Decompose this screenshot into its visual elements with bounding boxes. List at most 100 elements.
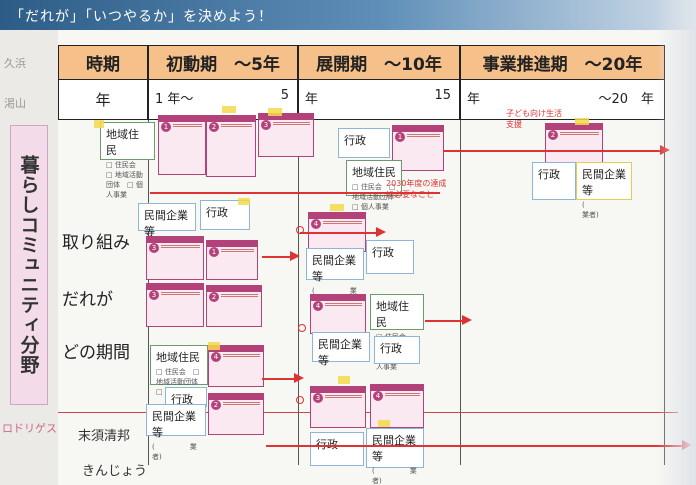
card-private: 民間企業等 ( 業者) bbox=[306, 248, 364, 305]
year-start-2: 年 bbox=[305, 92, 319, 107]
arrow-head bbox=[462, 315, 472, 325]
pink-note: 3 bbox=[146, 283, 204, 327]
grid-line bbox=[298, 120, 299, 465]
card-government: 行政 bbox=[374, 336, 420, 364]
red-annotation: 2030年度の達成 に必要なこと bbox=[386, 179, 447, 199]
question-who: だれが bbox=[62, 290, 113, 310]
year-end-2: 15 bbox=[434, 88, 451, 103]
card-sub: □ 住民会 □ 地域活動団体 □ 個人事業 bbox=[106, 161, 143, 199]
participant-name-pink: ロドリゲス bbox=[2, 422, 57, 435]
card-government: 行政 bbox=[165, 387, 207, 407]
card-government: 行政 bbox=[310, 432, 364, 466]
side-name-1: 久浜 bbox=[4, 57, 26, 70]
arrow-head bbox=[290, 251, 300, 261]
start-marker bbox=[298, 324, 306, 332]
pink-note: 2 bbox=[208, 393, 264, 435]
banner: 「だれが」「いつやるか」を決めよう！ bbox=[0, 0, 696, 30]
year-cell-2: 年 15 bbox=[298, 80, 460, 120]
year-end-3: ～20 年 bbox=[598, 92, 654, 107]
card-sub: ( 業者) bbox=[372, 467, 417, 485]
header-business-period: 事業推進期 ～20年 bbox=[460, 45, 665, 80]
card-sub: ( 業者) bbox=[582, 201, 620, 219]
tape bbox=[330, 204, 344, 211]
card-label: 行政 bbox=[171, 393, 193, 406]
card-label: 民間企業等 bbox=[144, 209, 188, 238]
tape bbox=[378, 420, 390, 427]
timeline-arrow bbox=[266, 445, 686, 447]
pink-note: 4 bbox=[370, 384, 424, 428]
card-label: 民間企業等 bbox=[152, 410, 196, 439]
year-label: 年 bbox=[58, 80, 148, 120]
card-label: 民間企業等 bbox=[318, 338, 362, 367]
card-label: 地域住民 bbox=[376, 300, 409, 329]
year-start-1: 1 年～ bbox=[155, 92, 194, 107]
pink-note: 3 bbox=[310, 386, 366, 428]
timeline-arrow bbox=[300, 232, 380, 234]
card-label: 民間企業等 bbox=[312, 254, 356, 283]
arrow-head bbox=[294, 373, 304, 383]
timeline-arrow bbox=[444, 150, 664, 152]
year-cell-3: 年 ～20 年 bbox=[460, 80, 665, 120]
card-label: 民間企業等 bbox=[582, 168, 626, 197]
tape bbox=[208, 342, 220, 350]
header-initial-period: 初動期 ～5年 bbox=[148, 45, 298, 80]
pink-note: 3 bbox=[146, 236, 204, 280]
timeline-arrow bbox=[262, 256, 292, 258]
category-label: 暮らしコミュニティ分野 bbox=[10, 125, 48, 405]
card-label: 行政 bbox=[380, 342, 402, 355]
year-end-1: 5 bbox=[280, 88, 289, 103]
card-label: 民間企業等 bbox=[372, 434, 416, 463]
card-government: 行政 bbox=[532, 162, 576, 200]
card-label: 地域住民 bbox=[352, 166, 396, 179]
card-label: 地域住民 bbox=[156, 351, 200, 364]
card-sub: ( 業者) bbox=[152, 443, 197, 461]
pink-note: 1 bbox=[206, 240, 258, 280]
pink-note: 1 bbox=[158, 115, 206, 175]
card-government: 行政 bbox=[200, 200, 250, 230]
card-label: 行政 bbox=[372, 246, 394, 259]
pink-note: 1 bbox=[392, 125, 444, 171]
divider-line bbox=[58, 412, 678, 413]
card-label: 行政 bbox=[344, 134, 366, 147]
question-initiative: 取り組み bbox=[62, 233, 130, 253]
participant-name-1: 末須清邦 bbox=[78, 429, 131, 444]
tape bbox=[575, 118, 589, 125]
card-community: 地域住民 □ 住民会 □ 地域活動団体 □ 個人事業 bbox=[100, 122, 155, 199]
pink-note: 2 bbox=[545, 123, 603, 163]
tape bbox=[94, 120, 104, 128]
card-community: 地域住民 □ 住民会 □ 地域活動団体 □ 個人事業 bbox=[370, 294, 424, 371]
arrow-head bbox=[376, 227, 386, 237]
start-marker bbox=[296, 226, 304, 234]
banner-title: 「だれが」「いつやるか」を決めよう！ bbox=[10, 9, 273, 25]
tape bbox=[222, 106, 236, 113]
card-government: 行政 bbox=[366, 240, 414, 274]
pink-note: 2 bbox=[206, 115, 256, 177]
card-private: 民間企業等 ( 業者) bbox=[366, 428, 424, 485]
tape bbox=[238, 198, 250, 205]
header-period-label: 時期 bbox=[58, 45, 148, 80]
card-private: 民間企業等 bbox=[138, 203, 196, 238]
red-annotation: 子ども向け生活支援 bbox=[506, 109, 562, 129]
side-name-2: 渇山 bbox=[4, 97, 26, 110]
pink-note: 4 bbox=[208, 345, 264, 387]
card-private: 民間企業等 ( 業者) bbox=[576, 162, 632, 219]
card-label: 行政 bbox=[206, 206, 228, 219]
card-label: 行政 bbox=[538, 168, 560, 181]
timeline-arrow bbox=[262, 378, 296, 380]
participant-name-2: きんじょう bbox=[82, 464, 148, 479]
card-label: 地域住民 bbox=[106, 128, 139, 157]
timeline-arrow bbox=[425, 320, 465, 322]
timeline-arrow bbox=[150, 192, 440, 194]
page-shadow bbox=[656, 0, 696, 485]
tape bbox=[338, 376, 350, 384]
pink-note: 4 bbox=[310, 294, 366, 334]
pink-note: 3 bbox=[258, 113, 314, 157]
card-community: 地域住民 □ 住民会 □ 地域活動団体 □ 個人事業 bbox=[150, 345, 208, 396]
header-expansion-period: 展開期 ～10年 bbox=[298, 45, 460, 80]
question-period: どの期間 bbox=[62, 343, 130, 363]
card-government: 行政 bbox=[338, 128, 390, 158]
grid-line bbox=[460, 120, 461, 465]
card-label: 行政 bbox=[316, 438, 338, 451]
tape bbox=[268, 108, 282, 116]
year-start-3: 年 bbox=[467, 92, 481, 107]
